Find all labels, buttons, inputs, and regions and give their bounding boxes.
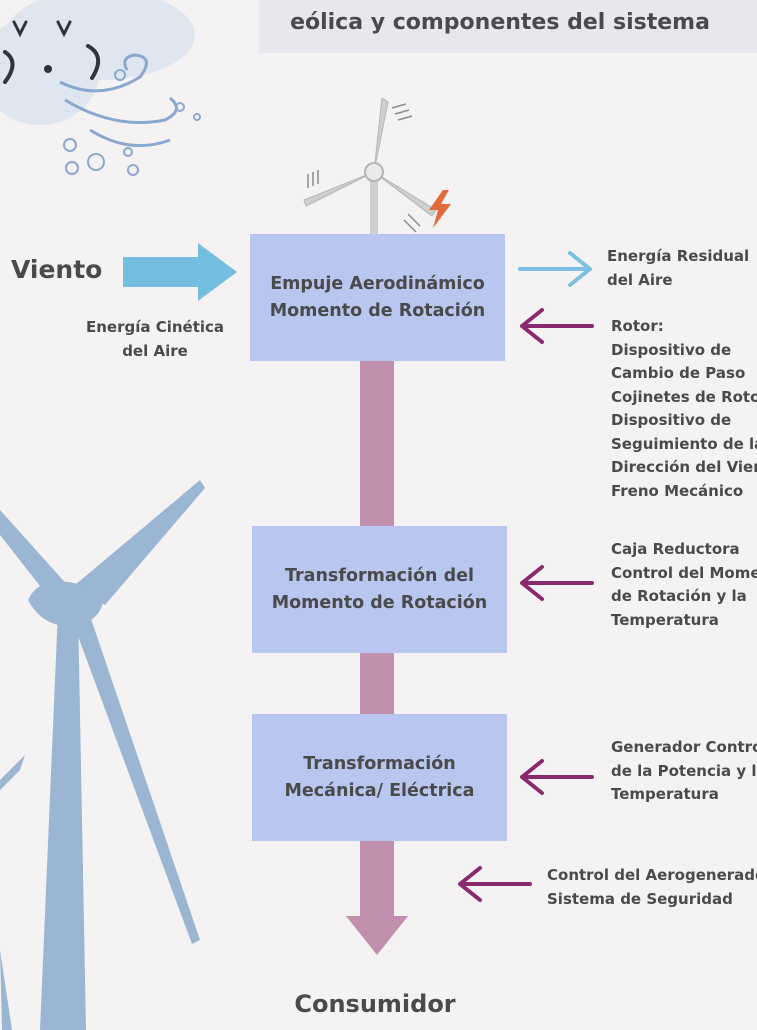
residual-arrow (518, 251, 592, 287)
input-arrow (123, 243, 237, 301)
rotor-label: Rotor: Dispositivo de Cambio de Paso Coj… (611, 317, 757, 500)
wind-cloud-icon (0, 0, 201, 176)
connector-1 (360, 360, 394, 530)
connector-2 (360, 652, 394, 718)
stage-box-electric: Transformación Mecánica/ Eléctrica (252, 714, 507, 841)
output-arrow (346, 838, 408, 955)
generator-label: Generador Control de la Potencia y la Te… (611, 738, 757, 803)
rotor-arrow (520, 308, 594, 344)
large-turbine-icon (0, 480, 205, 1030)
gearbox-label: Caja Reductora Control del Momento de Ro… (611, 540, 757, 629)
output-label: Consumidor (294, 990, 456, 1018)
stage-box-torque: Transformación del Momento de Rotación (252, 526, 507, 653)
input-label: Viento (11, 255, 103, 284)
generator-arrow (520, 759, 594, 795)
stage-label: Mecánica/ Eléctrica (284, 780, 475, 801)
control-label: Control del Aerogenerador Sistema de Seg… (547, 866, 757, 908)
stage-box-aerodynamic: Empuje Aerodinámico Momento de Rotación (250, 234, 505, 361)
title-banner: eólica y componentes del sistema (259, 0, 757, 53)
stage-label: Momento de Rotación (269, 300, 486, 321)
control-arrow (458, 866, 532, 902)
residual-label: Energía Residual del Aire (607, 247, 750, 289)
input-sublabel: Energía Cinética del Aire (85, 318, 225, 360)
gearbox-arrow (520, 565, 594, 601)
stage-label: Transformación del (285, 565, 474, 586)
stage-label: Transformación (303, 753, 456, 774)
stage-label: Empuje Aerodinámico (270, 273, 485, 294)
small-turbine-icon (303, 97, 437, 235)
diagram-title: eólica y componentes del sistema (290, 10, 710, 35)
stage-label: Momento de Rotación (271, 592, 488, 613)
lightning-icon (429, 190, 451, 228)
